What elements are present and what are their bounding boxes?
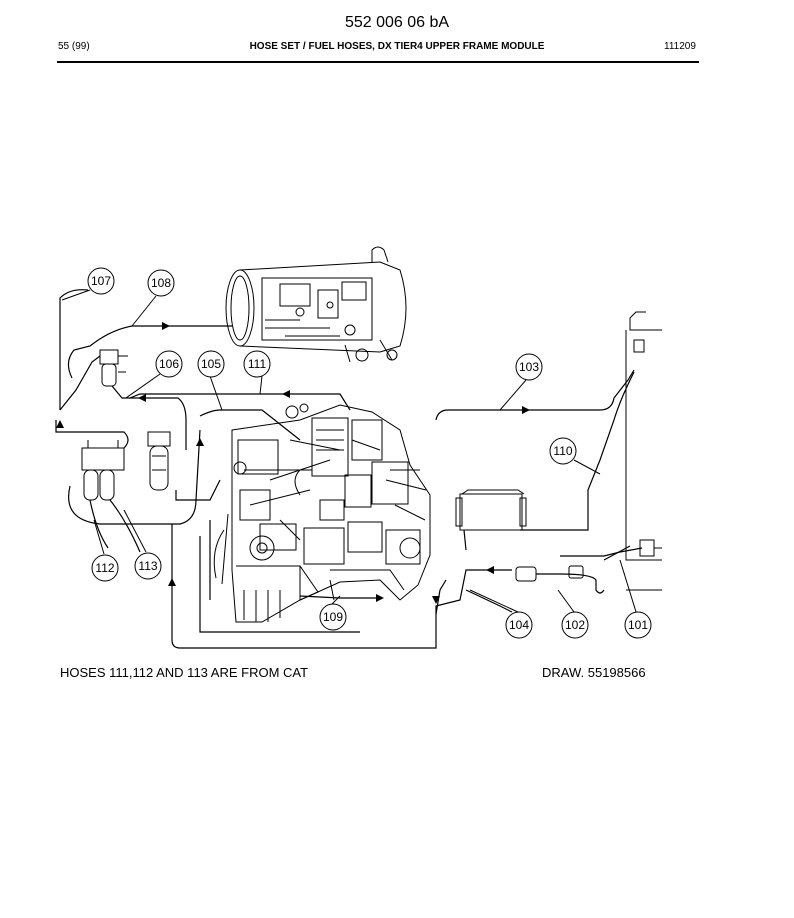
callout-109: 109 — [319, 603, 347, 631]
svg-text:102: 102 — [565, 618, 585, 632]
callout-101: 101 — [624, 611, 652, 639]
callout-110: 110 — [549, 437, 577, 465]
header-rule — [57, 61, 699, 63]
callout-105: 105 — [197, 350, 225, 378]
fuel-pump-unit — [99, 349, 128, 387]
svg-text:103: 103 — [519, 360, 539, 374]
inline-valve — [568, 565, 584, 579]
document-code: 111209 — [664, 41, 696, 52]
callouts — [61, 289, 637, 613]
svg-text:107: 107 — [91, 274, 111, 288]
callout-107: 107 — [87, 267, 115, 295]
svg-text:109: 109 — [323, 610, 343, 624]
svg-text:110: 110 — [553, 444, 572, 458]
aftertreatment-module — [225, 246, 407, 363]
cat-hoses-note: HOSES 111,112 AND 113 ARE FROM CAT — [60, 665, 309, 680]
callout-112: 112 — [91, 554, 119, 582]
fuel-cooler — [455, 489, 527, 531]
callout-108: 108 — [147, 269, 175, 297]
fuel-filters — [81, 440, 125, 501]
pre-filter — [147, 431, 171, 491]
svg-text:106: 106 — [159, 357, 179, 371]
page-number: 55 (99) — [58, 41, 90, 52]
svg-text:101: 101 — [628, 618, 648, 632]
svg-text:105: 105 — [201, 357, 221, 371]
svg-text:104: 104 — [509, 618, 529, 632]
page-title: HOSE SET / FUEL HOSES, DX TIER4 UPPER FR… — [249, 41, 545, 52]
fuel-hoses — [55, 289, 643, 649]
drawing-number: DRAW. 55198566 — [542, 665, 646, 680]
callout-103: 103 — [515, 353, 543, 381]
document-id: 552 006 06 bA — [344, 14, 450, 31]
svg-text:108: 108 — [151, 276, 171, 290]
svg-text:113: 113 — [138, 559, 157, 573]
svg-text:112: 112 — [95, 561, 114, 575]
engine-assembly — [213, 403, 431, 623]
flow-arrows — [56, 322, 530, 604]
svg-text:111: 111 — [248, 357, 267, 371]
callout-113: 113 — [134, 552, 162, 580]
callout-106: 106 — [155, 350, 183, 378]
callout-102: 102 — [561, 611, 589, 639]
callout-104: 104 — [505, 611, 533, 639]
callout-111: 111 — [243, 350, 271, 378]
fuel-tank — [625, 311, 662, 591]
